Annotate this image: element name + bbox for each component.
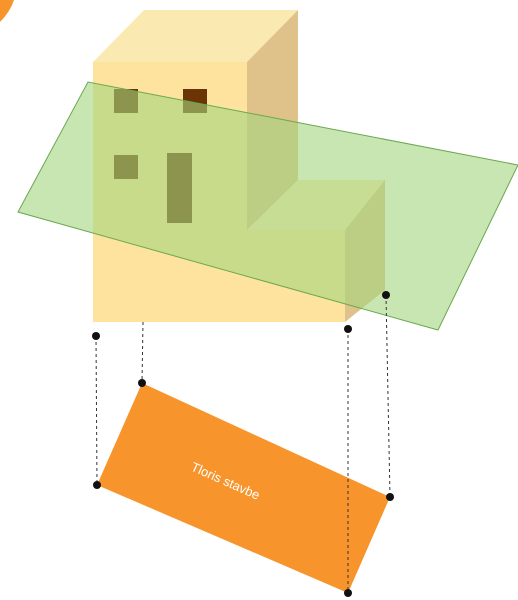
point-building-left xyxy=(92,332,100,340)
projection-lines xyxy=(95,294,391,593)
point-footprint-top xyxy=(138,379,146,387)
corner-points xyxy=(92,291,394,597)
point-building-right-back xyxy=(382,291,390,299)
projection-line-left xyxy=(95,335,98,486)
point-footprint-right xyxy=(386,493,394,501)
tall-block-top xyxy=(93,10,298,62)
building-footprint xyxy=(97,383,390,593)
point-building-right-front xyxy=(344,325,352,333)
point-footprint-left xyxy=(93,481,101,489)
corner-accent xyxy=(0,0,14,22)
section-plane xyxy=(17,81,518,331)
point-footprint-bottom xyxy=(344,589,352,597)
projection-line-right xyxy=(385,294,391,498)
projection-line-inner-left xyxy=(141,321,144,384)
